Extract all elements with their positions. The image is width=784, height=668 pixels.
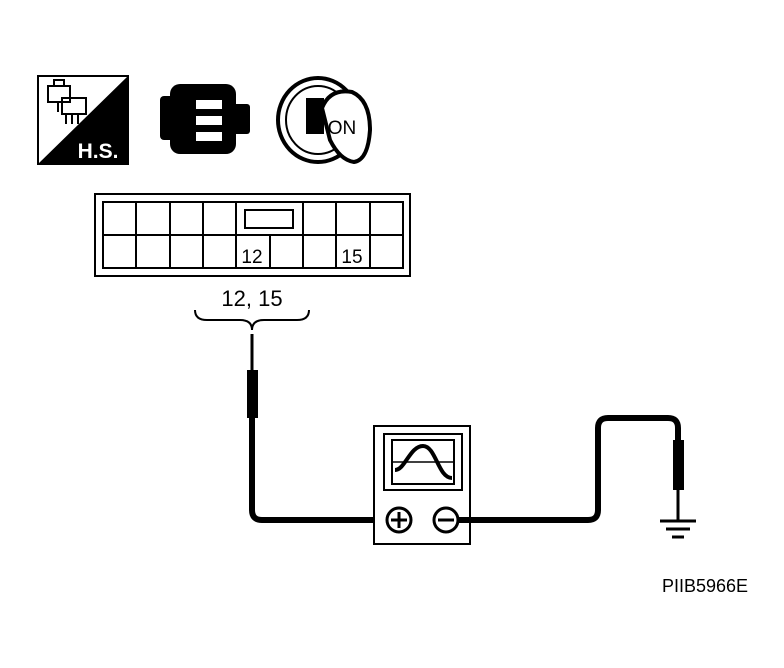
pin-12-label: 12 bbox=[241, 247, 262, 268]
pin-15-label: 15 bbox=[341, 247, 362, 268]
connector-icon bbox=[160, 84, 250, 154]
terminal-brace bbox=[194, 309, 310, 331]
ignition-label: ON bbox=[328, 118, 357, 139]
harness-tag: H.S. bbox=[78, 140, 119, 163]
plus-terminal-icon bbox=[385, 506, 413, 534]
waveform-trace bbox=[394, 443, 453, 480]
figure-code: PIIB5966E bbox=[662, 576, 748, 596]
terminals-label: 12, 15 bbox=[221, 286, 282, 311]
minus-terminal-icon bbox=[432, 506, 460, 534]
connector-lock-tab bbox=[244, 209, 294, 229]
probe-lead-negative bbox=[458, 415, 684, 523]
ignition-key-icon: ON bbox=[276, 76, 373, 165]
connector-face: 12 15 bbox=[94, 193, 411, 277]
harness-connector-icon: H.S. bbox=[37, 75, 129, 165]
probe-lead-positive bbox=[247, 334, 385, 523]
oscilloscope-icon bbox=[373, 425, 471, 545]
ground-icon bbox=[660, 519, 696, 539]
